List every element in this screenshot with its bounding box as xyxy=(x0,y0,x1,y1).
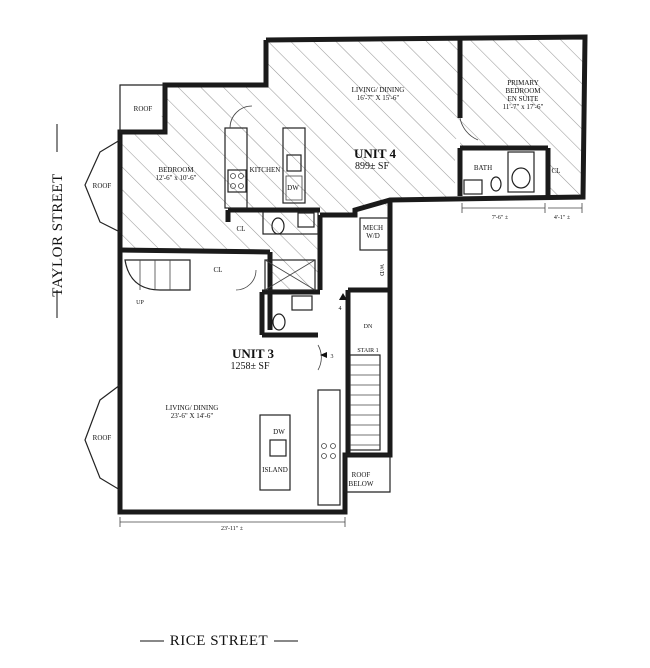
unit3-island-label: ISLAND xyxy=(262,466,288,474)
unit4-living-dims: 16'-7" X 15'-6" xyxy=(357,94,400,102)
taylor-street-label: TAYLOR STREET xyxy=(50,173,66,297)
unit4-dw-label: DW xyxy=(287,184,299,192)
unit4-mech-label: MECH xyxy=(363,224,383,232)
unit4-title: UNIT 4 xyxy=(354,146,397,161)
roof-below-2: BELOW xyxy=(349,480,374,488)
unit4-door-tag-icon xyxy=(339,293,347,300)
unit3-living-label: LIVING/ DINING xyxy=(166,404,219,412)
unit4-kitchen-label: KITCHEN xyxy=(250,166,281,174)
unit4-dim-cl: 4'-1" ± xyxy=(554,215,571,221)
unit3-stair-label: STAIR 1 xyxy=(357,348,378,354)
unit4-dim-bath: 7'-6" ± xyxy=(492,215,509,221)
unit4-primary-label: PRIMARY xyxy=(507,79,539,87)
unit4-wd-side-label: W/D xyxy=(378,264,384,276)
roof-top-left: ROOF xyxy=(134,105,153,113)
unit4-cl-bedroom: CL xyxy=(237,225,246,233)
unit4-living-label: LIVING/ DINING xyxy=(352,86,405,94)
unit4-hatched-area xyxy=(120,37,585,290)
unit4-door-tag: 4 xyxy=(339,306,342,312)
interior-fixtures xyxy=(124,105,535,506)
unit3-dn-label: DN xyxy=(364,324,373,330)
unit3-door-tag: 3 xyxy=(331,354,334,360)
unit4-wd-label: W/D xyxy=(366,232,380,240)
unit4-bedroom-dims: 12'-6" x 10'-6" xyxy=(156,174,197,182)
unit4-primary-label-3: EN SUITE xyxy=(508,95,539,103)
roof-left-lower: ROOF xyxy=(93,434,112,442)
unit3-door-tag-icon xyxy=(320,352,327,358)
unit4-primary-label-2: BEDROOM xyxy=(505,87,541,95)
dimension-lines xyxy=(119,203,583,527)
unit4-cl-primary: CL xyxy=(552,167,561,175)
unit4-bath-label: BATH xyxy=(474,164,492,172)
unit4-bedroom-label: BEDROOM xyxy=(158,166,194,174)
roof-bays xyxy=(84,84,391,493)
roof-below-1: ROOF xyxy=(352,471,371,479)
unit4-primary-dims: 11'-7" x 17'-6" xyxy=(503,103,544,111)
rice-street-label: RICE STREET xyxy=(170,633,268,649)
unit3-living-dims: 23'-6" X 14'-6" xyxy=(171,412,214,420)
unit3-cl-label: CL xyxy=(214,266,223,274)
unit3-area: 1258± SF xyxy=(230,361,270,372)
unit4-area: 899± SF xyxy=(355,161,390,172)
unit3-title: UNIT 3 xyxy=(232,346,275,361)
unit3-dw-label: DW xyxy=(273,428,285,436)
unit3-dim-width: 23'-11" ± xyxy=(221,526,244,532)
roof-left-upper: ROOF xyxy=(93,182,112,190)
unit3-up-label: UP xyxy=(136,300,144,306)
